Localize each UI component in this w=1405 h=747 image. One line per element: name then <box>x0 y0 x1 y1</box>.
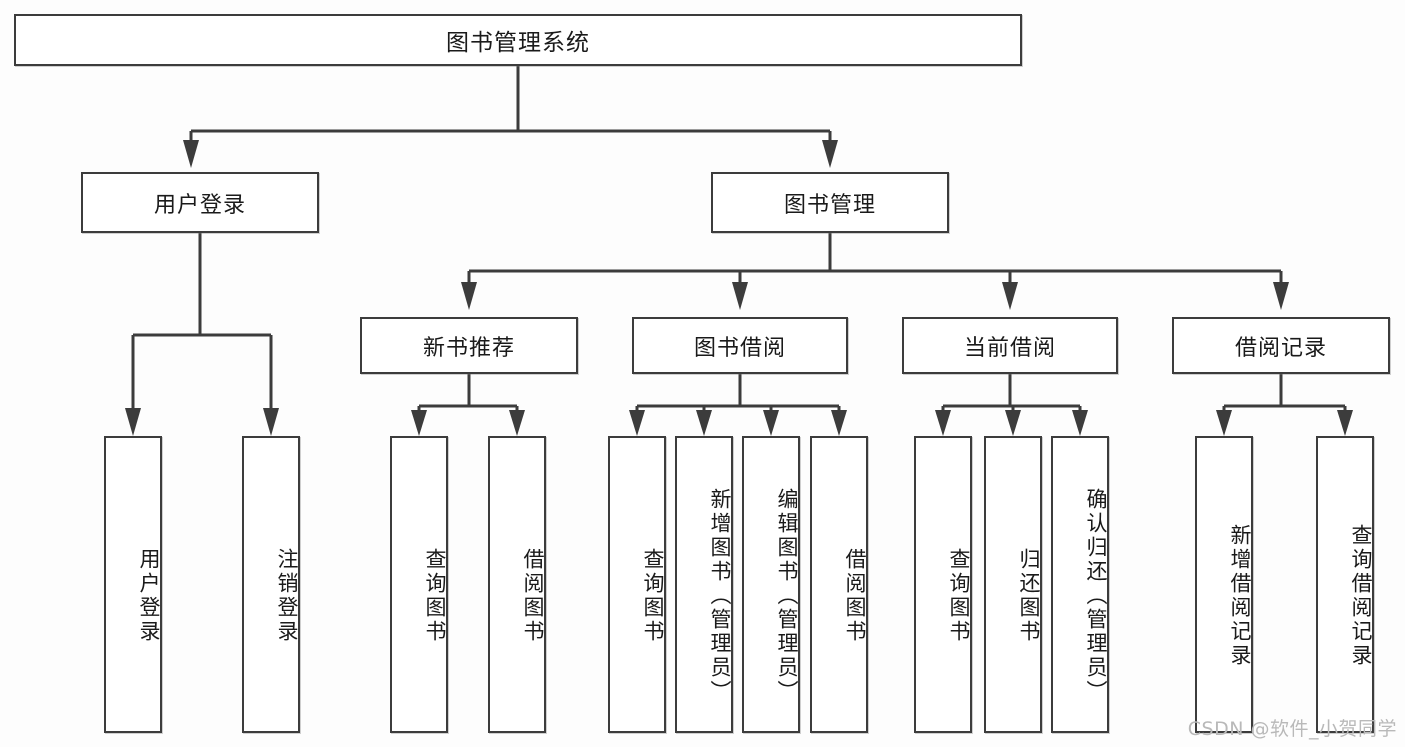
leaf-label: 查询图书 <box>641 547 665 644</box>
leaf-user-login-login[interactable]: 用户登录 <box>104 436 162 733</box>
leaf-record-add[interactable]: 新增借阅记录 <box>1195 436 1253 733</box>
node-book-management[interactable]: 图书管理 <box>711 172 949 233</box>
leaf-label: 新增借阅记录 <box>1228 523 1252 668</box>
leaf-borrow-borrow-book[interactable]: 借阅图书 <box>810 436 868 733</box>
node-current-borrow[interactable]: 当前借阅 <box>902 317 1118 374</box>
leaf-label: 借阅图书 <box>521 547 545 644</box>
leaf-current-confirm-return[interactable]: 确认归还（管理员） <box>1051 436 1109 733</box>
leaf-borrow-edit-book[interactable]: 编辑图书（管理员） <box>742 436 800 733</box>
leaf-new-book-query[interactable]: 查询图书 <box>390 436 448 733</box>
leaf-borrow-query-book[interactable]: 查询图书 <box>608 436 666 733</box>
leaf-new-book-borrow[interactable]: 借阅图书 <box>488 436 546 733</box>
leaf-label: 归还图书 <box>1017 547 1041 644</box>
leaf-label: 编辑图书（管理员） <box>775 487 799 704</box>
leaf-label: 查询借阅记录 <box>1349 523 1373 668</box>
node-book-borrow[interactable]: 图书借阅 <box>632 317 848 374</box>
leaf-label: 用户登录 <box>137 547 161 644</box>
leaf-current-return-book[interactable]: 归还图书 <box>984 436 1042 733</box>
leaf-label: 借阅图书 <box>843 547 867 644</box>
watermark: CSDN @软件_小贺同学 <box>1187 718 1397 740</box>
leaf-record-query[interactable]: 查询借阅记录 <box>1316 436 1374 733</box>
node-borrow-record[interactable]: 借阅记录 <box>1172 317 1390 374</box>
leaf-label: 查询图书 <box>947 547 971 644</box>
leaf-user-login-logout[interactable]: 注销登录 <box>242 436 300 733</box>
leaf-label: 新增图书（管理员） <box>708 487 732 704</box>
node-root[interactable]: 图书管理系统 <box>14 14 1022 66</box>
leaf-label: 注销登录 <box>275 547 299 644</box>
leaf-borrow-add-book[interactable]: 新增图书（管理员） <box>675 436 733 733</box>
leaf-label: 查询图书 <box>423 547 447 644</box>
node-new-book-recommend[interactable]: 新书推荐 <box>360 317 578 374</box>
node-user-login[interactable]: 用户登录 <box>81 172 319 233</box>
leaf-current-query-book[interactable]: 查询图书 <box>914 436 972 733</box>
leaf-label: 确认归还（管理员） <box>1084 487 1108 704</box>
